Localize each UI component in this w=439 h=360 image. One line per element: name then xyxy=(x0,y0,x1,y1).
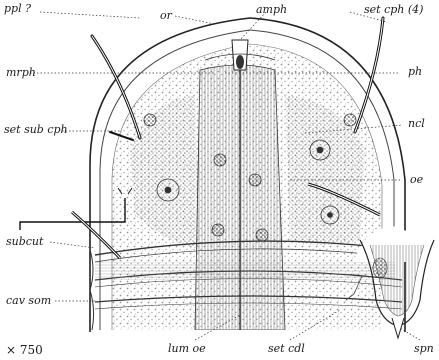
label-lum-oe: lum oe xyxy=(168,343,206,355)
label-set-cdl: set cdl xyxy=(268,343,305,355)
label-ppl: ppl ? xyxy=(4,3,31,15)
label-amph: amph xyxy=(256,4,287,16)
label-set-cph: set cph (4) xyxy=(364,4,423,16)
label-set-sub-cph: set sub cph xyxy=(4,124,68,136)
label-mrph: mrph xyxy=(6,67,36,79)
label-ph: ph xyxy=(408,66,422,78)
label-spn: spn xyxy=(414,343,434,355)
label-ncl: ncl xyxy=(408,118,425,130)
label-subcut: subcut xyxy=(6,236,43,248)
label-magnification: × 750 xyxy=(6,344,43,356)
label-oe: oe xyxy=(410,174,423,186)
label-cav-som: cav som xyxy=(6,295,51,307)
cavity-striation xyxy=(95,262,395,280)
label-or: or xyxy=(160,10,172,22)
